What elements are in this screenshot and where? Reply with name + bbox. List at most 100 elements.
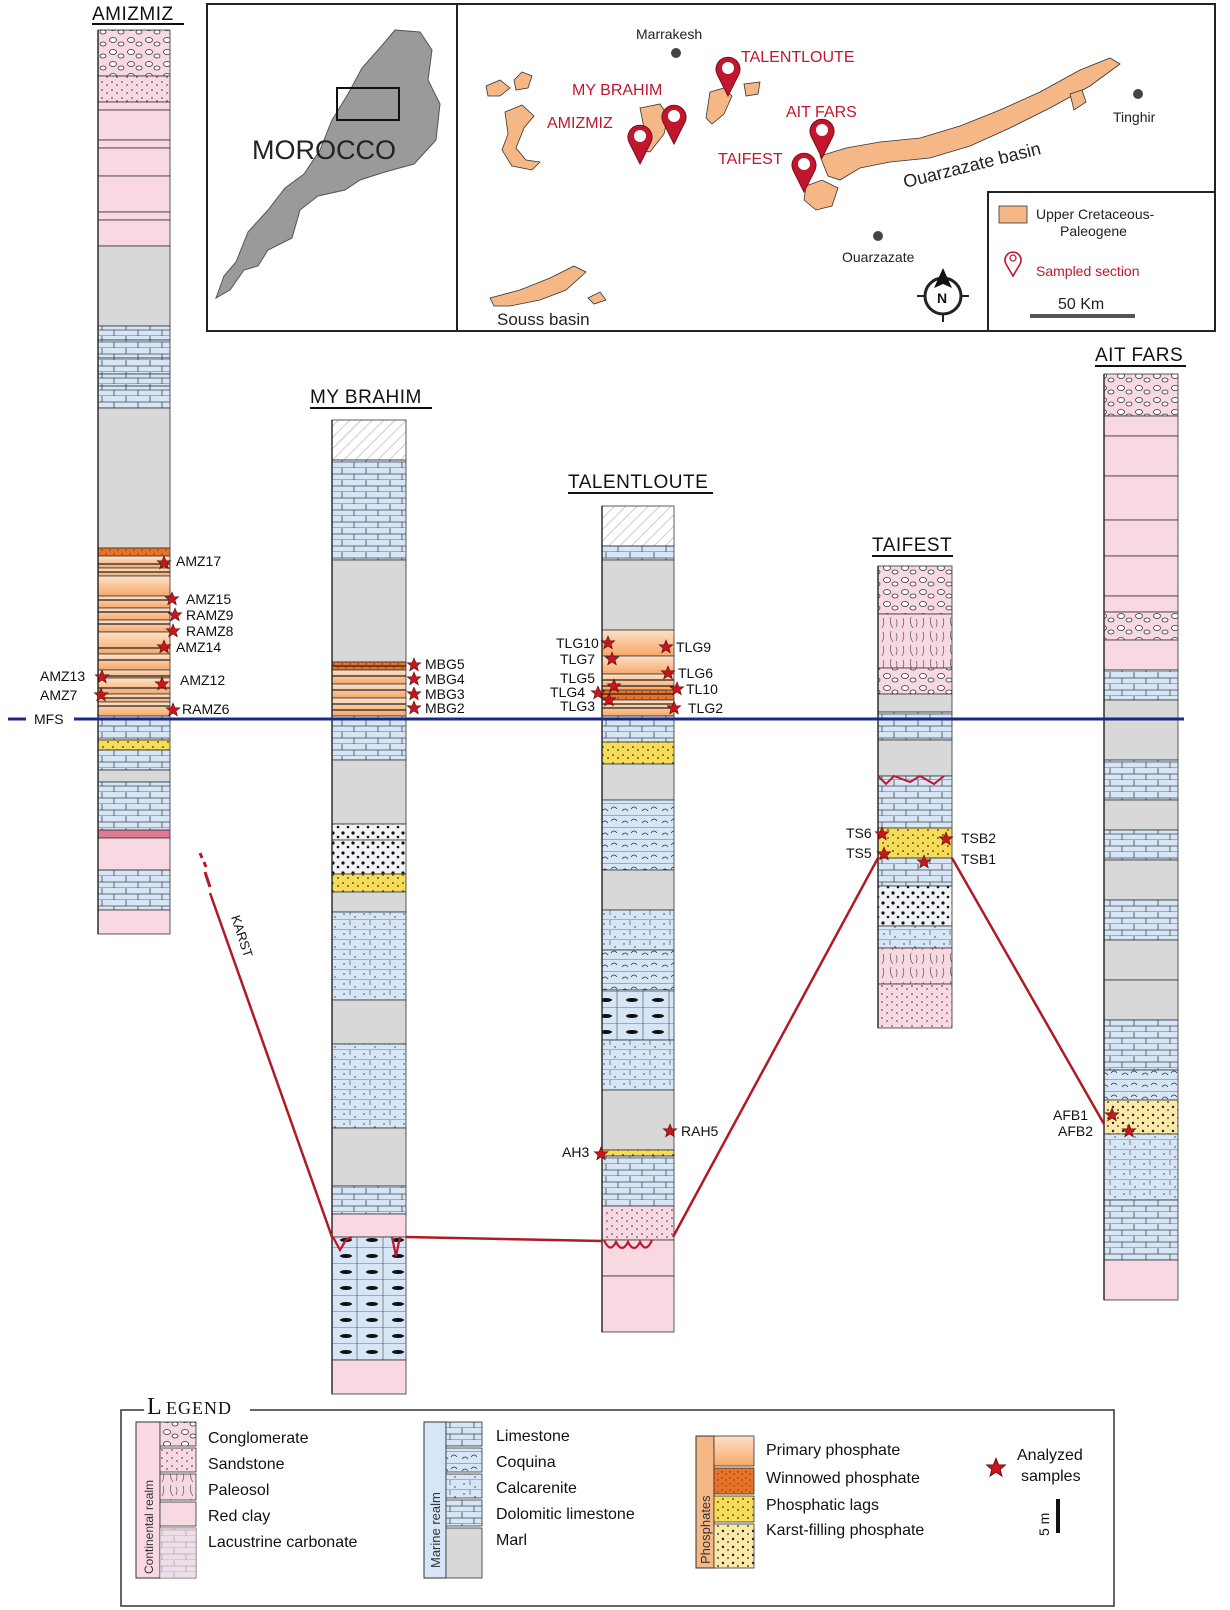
swatch-calcarenite [445,1473,483,1499]
bed [877,775,953,829]
site-pin-hole [722,62,734,74]
sample-rah5: RAH5 [681,1123,719,1139]
legend-calcarenite: Calcarenite [496,1480,577,1497]
site-pin-icon [661,104,687,146]
bed [1103,595,1179,613]
sample-amz7: AMZ7 [40,687,78,703]
bed [1103,939,1179,981]
bed [601,545,675,561]
bed [97,75,171,103]
legend-paleosol: Paleosol [208,1482,269,1499]
column-ait-fars [1103,373,1179,1301]
legend-phosphatic-lags: Phosphatic lags [766,1497,879,1514]
stratigraphic-columns [97,29,1179,1395]
bed [1103,699,1179,761]
swatch-conglomerate [159,1421,197,1447]
bed [97,781,171,831]
analyzed-sample-star [406,657,422,672]
city-ouarzazate: Ouarzazate [842,249,915,265]
correlation-lines [203,857,1106,1243]
legend-pin-label: Sampled section [1036,263,1140,279]
bed [1103,829,1179,861]
outcrops [485,57,1121,307]
analyzed-sample-star [406,671,422,686]
site-pin-body [661,104,687,146]
bed [331,669,407,685]
site-pin-hole [668,110,680,122]
sample-mbg2: MBG2 [425,700,465,716]
swatch-coquina [445,1447,483,1473]
sample-amz14: AMZ14 [176,639,221,655]
site-pin-body [627,124,653,166]
sample-afb2: AFB2 [1058,1123,1093,1139]
karst-pockets [332,774,945,1257]
study-area-box [336,87,400,121]
site-taifest: TAIFEST [718,151,783,168]
scale-bar-label: 50 Km [1058,296,1104,313]
bed [601,741,675,765]
bed [97,139,171,149]
bed [97,739,171,751]
bed [877,925,953,949]
bed [331,1043,407,1129]
site-pin-hole [798,158,810,170]
legend-title-rest: EGEND [166,1398,232,1418]
bed [97,357,171,375]
mfs-label: MFS [34,711,64,727]
bed [331,715,407,761]
bed [1103,1019,1179,1071]
bed [97,909,171,935]
bed [97,101,171,111]
bed [331,683,407,699]
bed [1103,475,1179,521]
location-map: MOROCCO Marrakesh Tinghir Ouarzazate Oua… [206,3,1216,332]
group-continental: Continental realm [142,1480,156,1574]
city-marrakesh: Marrakesh [636,26,702,42]
swatch-karst-filling [713,1523,755,1569]
bed-lines-my-brahim [332,665,406,711]
bed [877,613,953,669]
bed [97,829,171,839]
sample-tlg9: TLG9 [676,639,711,655]
bed [877,667,953,695]
bed [331,759,407,825]
bed [97,631,171,655]
bed [601,1155,675,1207]
city-dot-tinghir [1133,89,1143,99]
site-amizmiz: AMIZMIZ [547,115,613,132]
legend-conglomerate: Conglomerate [208,1430,309,1447]
legend-coquina: Coquina [496,1454,556,1471]
sample-tlg5: TLG5 [560,670,595,686]
city-tinghir: Tinghir [1113,109,1156,125]
site-pin-icon [715,56,741,98]
bed [1103,799,1179,831]
site-pin-body [809,118,835,160]
sample-afb1: AFB1 [1053,1107,1088,1123]
bed [97,607,171,621]
site-pin-icon [791,152,817,194]
karst-dashes [198,852,208,868]
column-my-brahim [331,419,407,1395]
bed [331,823,407,841]
legend-karst-filling: Karst-filling phosphate [766,1522,924,1539]
sample-mbg5: MBG5 [425,656,465,672]
bed [601,869,675,911]
sample-tlg10: TLG10 [556,635,599,651]
sample-tlg7: TLG7 [560,651,595,667]
column-amizmiz [97,29,171,935]
bed [1103,1099,1179,1135]
section-title-amizmiz: AMIZMIZ [92,4,174,25]
bed [601,1039,675,1091]
sample-amz17: AMZ17 [176,553,221,569]
bed [601,949,675,991]
sample-amz12: AMZ12 [180,672,225,688]
bed [1103,611,1179,641]
sample-ah3: AH3 [562,1144,589,1160]
bed [97,219,171,247]
bed [97,837,171,871]
bed [1103,899,1179,941]
bed [877,739,953,777]
group-marine: Marine realm [428,1492,443,1568]
bed [97,575,171,597]
site-pin-body [791,152,817,194]
